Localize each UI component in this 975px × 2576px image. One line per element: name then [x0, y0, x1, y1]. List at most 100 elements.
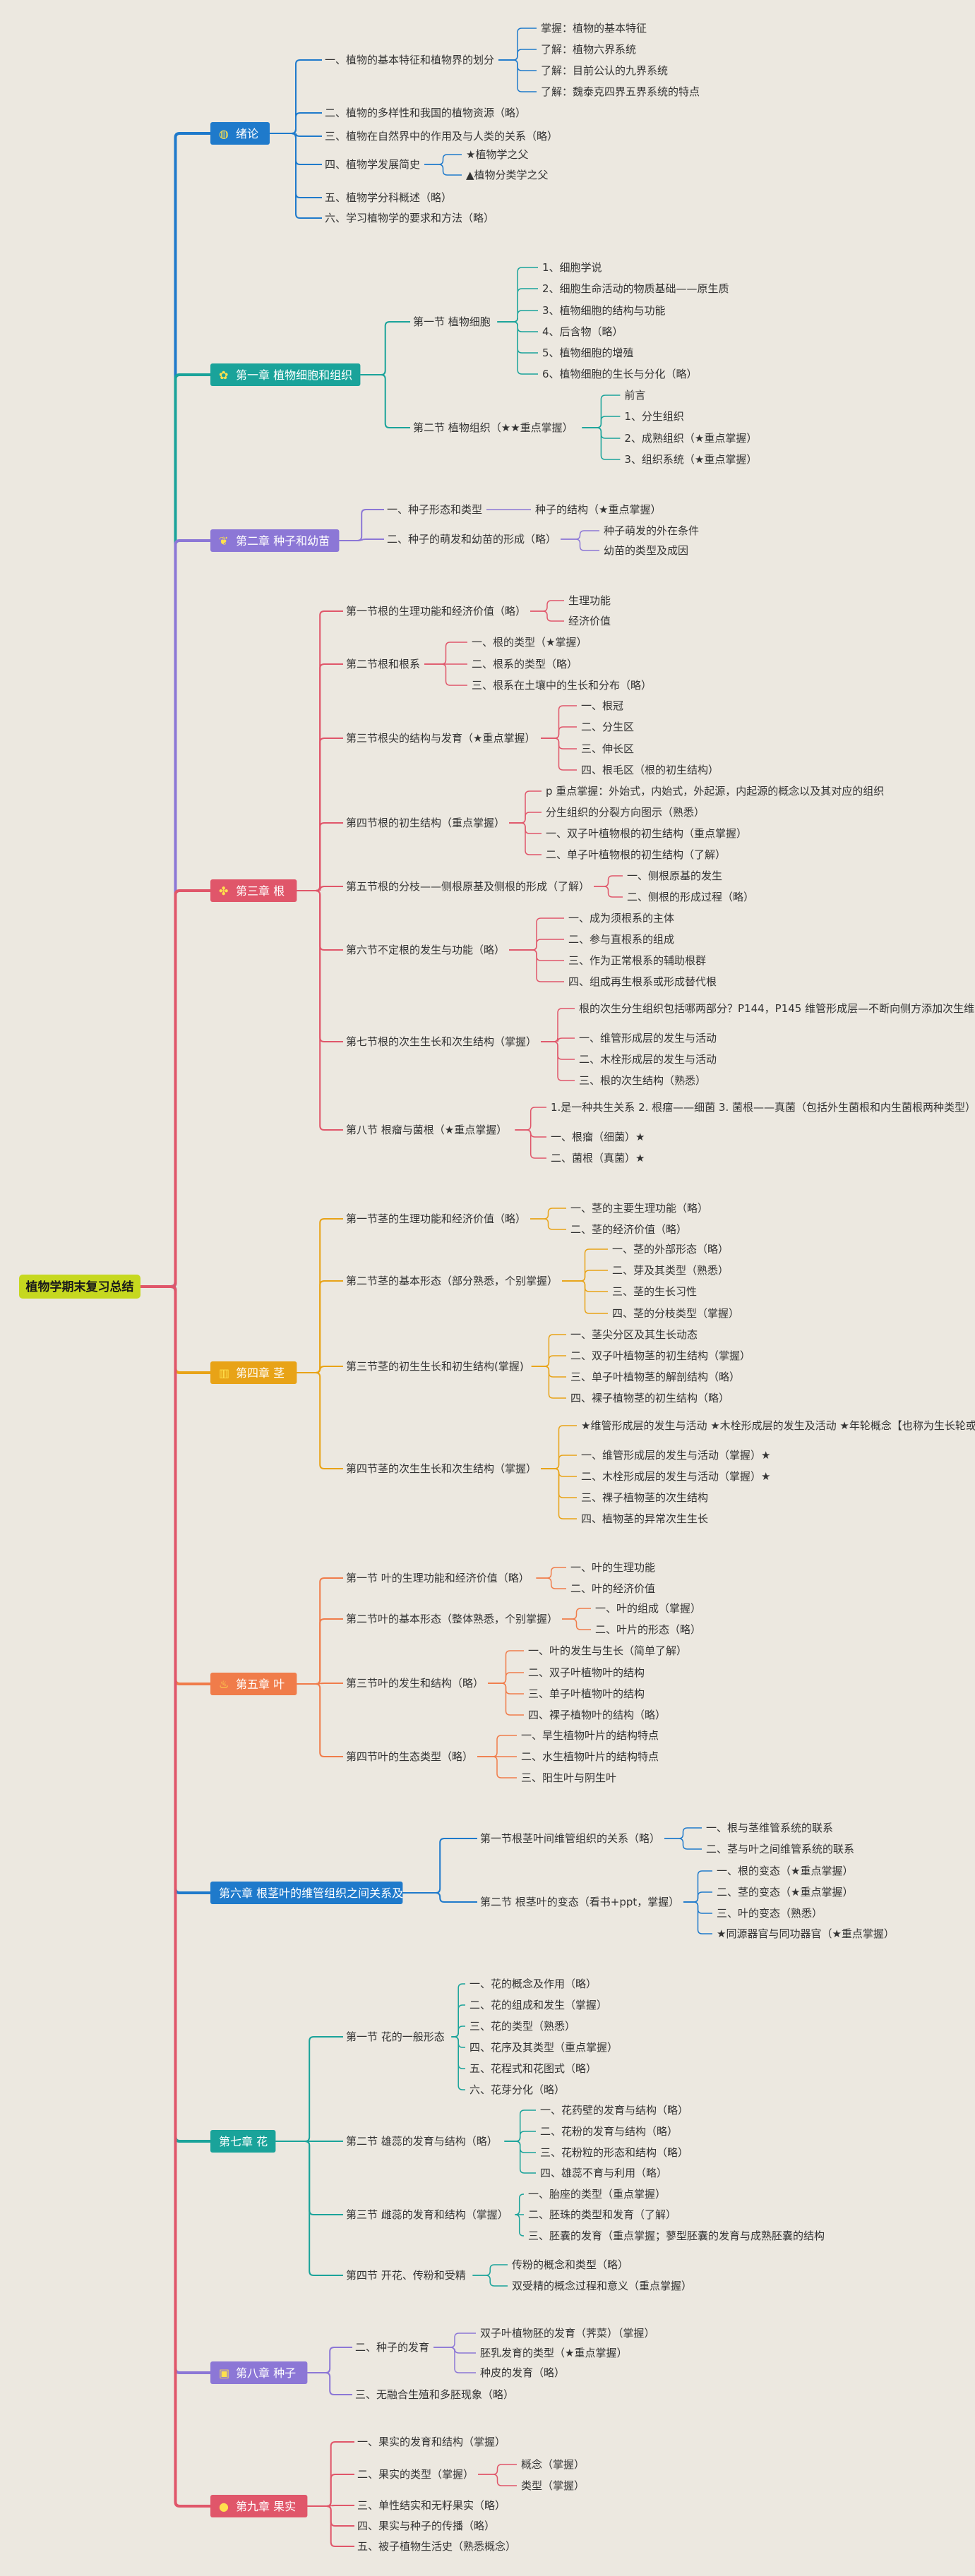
leaf-item[interactable]: 一、双子叶植物根的初生结构（重点掌握）: [546, 827, 747, 840]
leaf-item[interactable]: 了解：植物六界系统: [541, 43, 636, 56]
leaf-item[interactable]: 种子的结构（★重点掌握）: [535, 503, 661, 516]
branch-item[interactable]: 三、单性结实和无籽果实（略）: [357, 2499, 506, 2512]
leaf-item[interactable]: 四、裸子植物茎的初生结构（略）: [570, 1392, 729, 1404]
branch-item[interactable]: 三、无融合生殖和多胚现象（略）: [355, 2388, 514, 2401]
branch-item[interactable]: 四、植物学发展简史: [325, 158, 420, 171]
leaf-item[interactable]: 三、花的类型（熟悉）: [469, 2020, 575, 2033]
branch-item[interactable]: 第一节根茎叶间维管组织的关系（略）: [480, 1832, 660, 1845]
branch-item[interactable]: 第三节 雌蕊的发育和结构（掌握）: [346, 2208, 508, 2221]
leaf-item[interactable]: 五、花程式和花图式（略）: [469, 2062, 597, 2075]
branch-item[interactable]: 一、果实的发育和结构（掌握）: [357, 2436, 506, 2448]
leaf-item[interactable]: 二、叶的经济价值: [570, 1582, 655, 1595]
leaf-item[interactable]: 四、雄蕊不育与利用（略）: [540, 2167, 667, 2179]
branch-item[interactable]: 六、学习植物学的要求和方法（略）: [325, 212, 494, 224]
chapter-node[interactable]: ♨第五章 叶: [210, 1673, 297, 1695]
root-node[interactable]: 植物学期末复习总结: [19, 1275, 140, 1299]
leaf-item[interactable]: 一、根的类型（★掌握）: [472, 636, 587, 649]
branch-item[interactable]: 第五节根的分枝——侧根原基及侧根的形成（了解）: [346, 880, 590, 893]
leaf-item[interactable]: 了解：目前公认的九界系统: [541, 64, 668, 77]
leaf-item[interactable]: 一、花药壁的发育与结构（略）: [540, 2104, 688, 2117]
leaf-item[interactable]: 一、根的变态（★重点掌握）: [717, 1865, 853, 1877]
leaf-item[interactable]: 一、叶的生理功能: [570, 1561, 655, 1574]
leaf-item[interactable]: 一、叶的发生与生长（简单了解）: [528, 1644, 687, 1657]
leaf-item[interactable]: 三、裸子植物茎的次生结构: [581, 1491, 708, 1504]
chapter-node[interactable]: ◍绪论: [210, 122, 270, 145]
leaf-item[interactable]: 三、茎的生长习性: [612, 1285, 697, 1298]
leaf-item[interactable]: 三、胚囊的发育（重点掌握；蓼型胚囊的发育与成熟胚囊的结构: [528, 2229, 825, 2242]
chapter-node[interactable]: ✿第一章 植物细胞和组织: [210, 363, 361, 386]
chapter-node[interactable]: ❦第二章 种子和幼苗: [210, 529, 340, 552]
leaf-item[interactable]: 一、茎尖分区及其生长动态: [570, 1328, 698, 1341]
leaf-item[interactable]: 一、叶的组成（掌握）: [595, 1602, 701, 1615]
leaf-item[interactable]: 二、花粉的发育与结构（略）: [540, 2125, 678, 2138]
leaf-item[interactable]: 种子萌发的外在条件: [604, 524, 699, 537]
leaf-item[interactable]: 二、木栓形成层的发生与活动（掌握）★: [581, 1470, 770, 1483]
branch-item[interactable]: 二、果实的类型（掌握）: [357, 2468, 474, 2481]
leaf-item[interactable]: 二、花的组成和发生（掌握）: [469, 1999, 607, 2011]
branch-item[interactable]: 第二节叶的基本形态（整体熟悉，个别掌握）: [346, 1613, 558, 1625]
leaf-item[interactable]: 2、细胞生命活动的物质基础——原生质: [542, 282, 729, 295]
branch-item[interactable]: 第七节根的次生生长和次生结构（掌握）: [346, 1035, 537, 1048]
leaf-item[interactable]: 三、伸长区: [581, 742, 634, 755]
leaf-item[interactable]: p 重点掌握：外始式，内始式，外起源，内起源的概念以及其对应的组织: [546, 785, 884, 798]
leaf-item[interactable]: 四、裸子植物叶的结构（略）: [528, 1709, 666, 1721]
leaf-item[interactable]: 二、水生植物叶片的结构特点: [521, 1750, 659, 1763]
leaf-item[interactable]: 3、植物细胞的结构与功能: [542, 304, 666, 317]
leaf-item[interactable]: 四、花序及其类型（重点掌握）: [469, 2041, 618, 2054]
leaf-item[interactable]: 二、茎与叶之间维管系统的联系: [706, 1843, 854, 1855]
leaf-item[interactable]: 6、植物细胞的生长与分化（略）: [542, 368, 698, 380]
leaf-item[interactable]: 二、芽及其类型（熟悉）: [612, 1264, 729, 1277]
branch-item[interactable]: 第一节 花的一般形态: [346, 2030, 445, 2043]
leaf-item[interactable]: ★同源器官与同功器官（★重点掌握）: [717, 1927, 895, 1940]
leaf-item[interactable]: 三、根系在土壤中的生长和分布（略）: [472, 679, 652, 692]
leaf-item[interactable]: 二、茎的变态（★重点掌握）: [717, 1886, 853, 1898]
leaf-item[interactable]: 二、茎的经济价值（略）: [570, 1223, 687, 1236]
leaf-item[interactable]: 3、组织系统（★重点掌握）: [624, 453, 757, 466]
branch-item[interactable]: 第一节 叶的生理功能和经济价值（略）: [346, 1572, 530, 1584]
leaf-item[interactable]: 经济价值: [568, 615, 611, 627]
leaf-item[interactable]: 掌握：植物的基本特征: [541, 22, 647, 35]
chapter-node[interactable]: ▥第四章 茎: [210, 1361, 297, 1384]
branch-item[interactable]: 五、植物学分科概述（略）: [325, 191, 452, 204]
leaf-item[interactable]: 一、旱生植物叶片的结构特点: [521, 1729, 659, 1742]
leaf-item[interactable]: 二、根系的类型（略）: [472, 658, 578, 670]
leaf-item[interactable]: 1、分生组织: [624, 410, 684, 423]
leaf-item[interactable]: 二、双子叶植物茎的初生结构（掌握）: [570, 1349, 750, 1362]
leaf-item[interactable]: ★维管形成层的发生与活动 ★木栓形成层的发生及活动 ★年轮概念【也称为生长轮或生…: [581, 1419, 975, 1432]
leaf-item[interactable]: 前言: [624, 389, 645, 402]
leaf-item[interactable]: 三、单子叶植物茎的解剖结构（略）: [570, 1371, 740, 1383]
leaf-item[interactable]: ▲植物分类学之父: [466, 169, 549, 181]
leaf-item[interactable]: 2、成熟组织（★重点掌握）: [624, 432, 757, 445]
leaf-item[interactable]: 根的次生分生组织包括哪两部分？P144，P145 维管形成层—不断向侧方添加次生…: [579, 1002, 975, 1015]
leaf-item[interactable]: 二、叶片的形态（略）: [595, 1623, 701, 1636]
leaf-item[interactable]: 一、根与茎维管系统的联系: [706, 1822, 833, 1834]
branch-item[interactable]: 第一节 植物细胞: [413, 315, 491, 328]
leaf-item[interactable]: 传粉的概念和类型（略）: [512, 2258, 628, 2271]
branch-item[interactable]: 二、种子的发育: [355, 2341, 429, 2354]
leaf-item[interactable]: 二、菌根（真菌）★: [551, 1152, 645, 1164]
chapter-node[interactable]: ●第九章 果实: [210, 2495, 308, 2517]
leaf-item[interactable]: 类型（掌握）: [521, 2479, 585, 2492]
branch-item[interactable]: 第二节 雄蕊的发育与结构（略）: [346, 2135, 498, 2148]
leaf-item[interactable]: 一、侧根原基的发生: [627, 869, 722, 882]
leaf-item[interactable]: 三、作为正常根系的辅助根群: [568, 954, 706, 967]
leaf-item[interactable]: 二、分生区: [581, 721, 634, 733]
branch-item[interactable]: 第一节根的生理功能和经济价值（略）: [346, 605, 526, 618]
leaf-item[interactable]: 四、根毛区（根的初生结构）: [581, 764, 719, 776]
leaf-item[interactable]: 二、胚珠的类型和发育（了解）: [528, 2208, 676, 2221]
chapter-node[interactable]: ✤第三章 根: [210, 879, 297, 902]
leaf-item[interactable]: 生理功能: [568, 594, 611, 607]
branch-item[interactable]: 第四节叶的生态类型（略）: [346, 1750, 473, 1763]
leaf-item[interactable]: 二、双子叶植物叶的结构: [528, 1666, 645, 1679]
branch-item[interactable]: 五、被子植物生活史（熟悉概念）: [357, 2540, 516, 2553]
leaf-item[interactable]: 一、茎的外部形态（略）: [612, 1243, 729, 1256]
leaf-item[interactable]: 一、茎的主要生理功能（略）: [570, 1202, 708, 1215]
leaf-item[interactable]: 一、根冠: [581, 699, 623, 712]
leaf-item[interactable]: 一、维管形成层的发生与活动（掌握）★: [581, 1449, 770, 1462]
branch-item[interactable]: 第一节茎的生理功能和经济价值（略）: [346, 1212, 526, 1225]
branch-item[interactable]: 一、种子形态和类型: [387, 503, 482, 516]
branch-item[interactable]: 二、种子的萌发和幼苗的形成（略）: [387, 533, 556, 546]
leaf-item[interactable]: 三、根的次生结构（熟悉）: [579, 1074, 706, 1087]
leaf-item[interactable]: 一、根瘤（细菌）★: [551, 1131, 645, 1143]
leaf-item[interactable]: 四、植物茎的异常次生生长: [581, 1512, 708, 1525]
